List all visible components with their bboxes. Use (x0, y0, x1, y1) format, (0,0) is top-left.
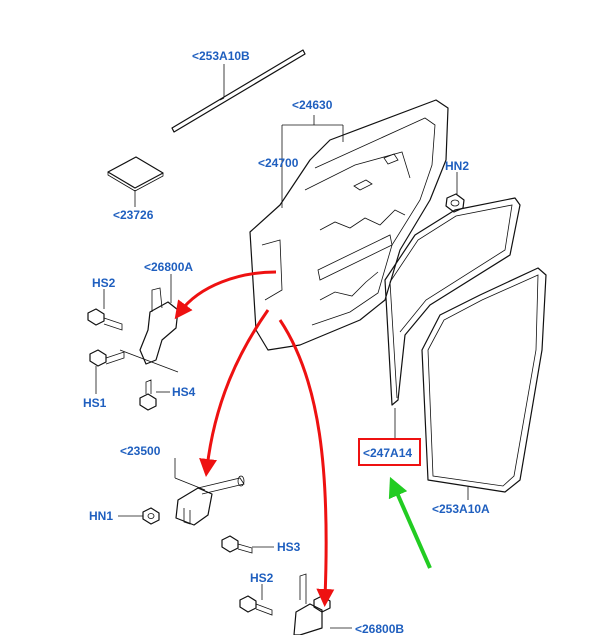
label-26800b: <26800B (355, 622, 404, 635)
door-shell-part (249, 99, 449, 351)
label-hs1: HS1 (83, 396, 107, 410)
screw-hs2-upper-part (87, 308, 123, 331)
label-253a10b: <253A10B (192, 49, 250, 63)
callout-arrow-check-strap (199, 309, 270, 477)
screw-hs2-lower-part (239, 595, 273, 616)
label-26800a: <26800A (144, 260, 193, 274)
pointer-arrow (388, 476, 432, 569)
hinge-upper-part (119, 287, 179, 373)
label-24630: <24630 (292, 98, 333, 112)
callout-arrows (174, 270, 335, 607)
label-247a14: <247A14 (363, 446, 412, 460)
screw-hs4-part (139, 379, 157, 411)
pad-part (107, 156, 164, 192)
callout-arrow-upper-hinge (174, 270, 277, 320)
label-hs2-upper: HS2 (92, 276, 116, 290)
label-23726: <23726 (113, 208, 154, 222)
screw-hs3-part (221, 535, 253, 554)
highlight-box (358, 438, 421, 466)
label-hs3: HS3 (277, 540, 301, 554)
door-seal-part (384, 197, 521, 406)
callout-arrow-lower-hinge (278, 319, 335, 607)
label-23500: <23500 (120, 444, 161, 458)
check-strap-part (175, 475, 245, 526)
label-24700: <24700 (258, 156, 299, 170)
weatherstrip-upper-part (171, 49, 306, 133)
screw-hs1-part (89, 349, 125, 367)
nut-hn1-part (142, 507, 160, 525)
weatherstrip-opening-part (421, 267, 547, 493)
label-hs2-lower: HS2 (250, 571, 274, 585)
label-253a10a: <253A10A (432, 502, 490, 516)
label-hn2: HN2 (445, 159, 469, 173)
label-hn1: HN1 (89, 509, 113, 523)
label-hs4: HS4 (172, 385, 196, 399)
